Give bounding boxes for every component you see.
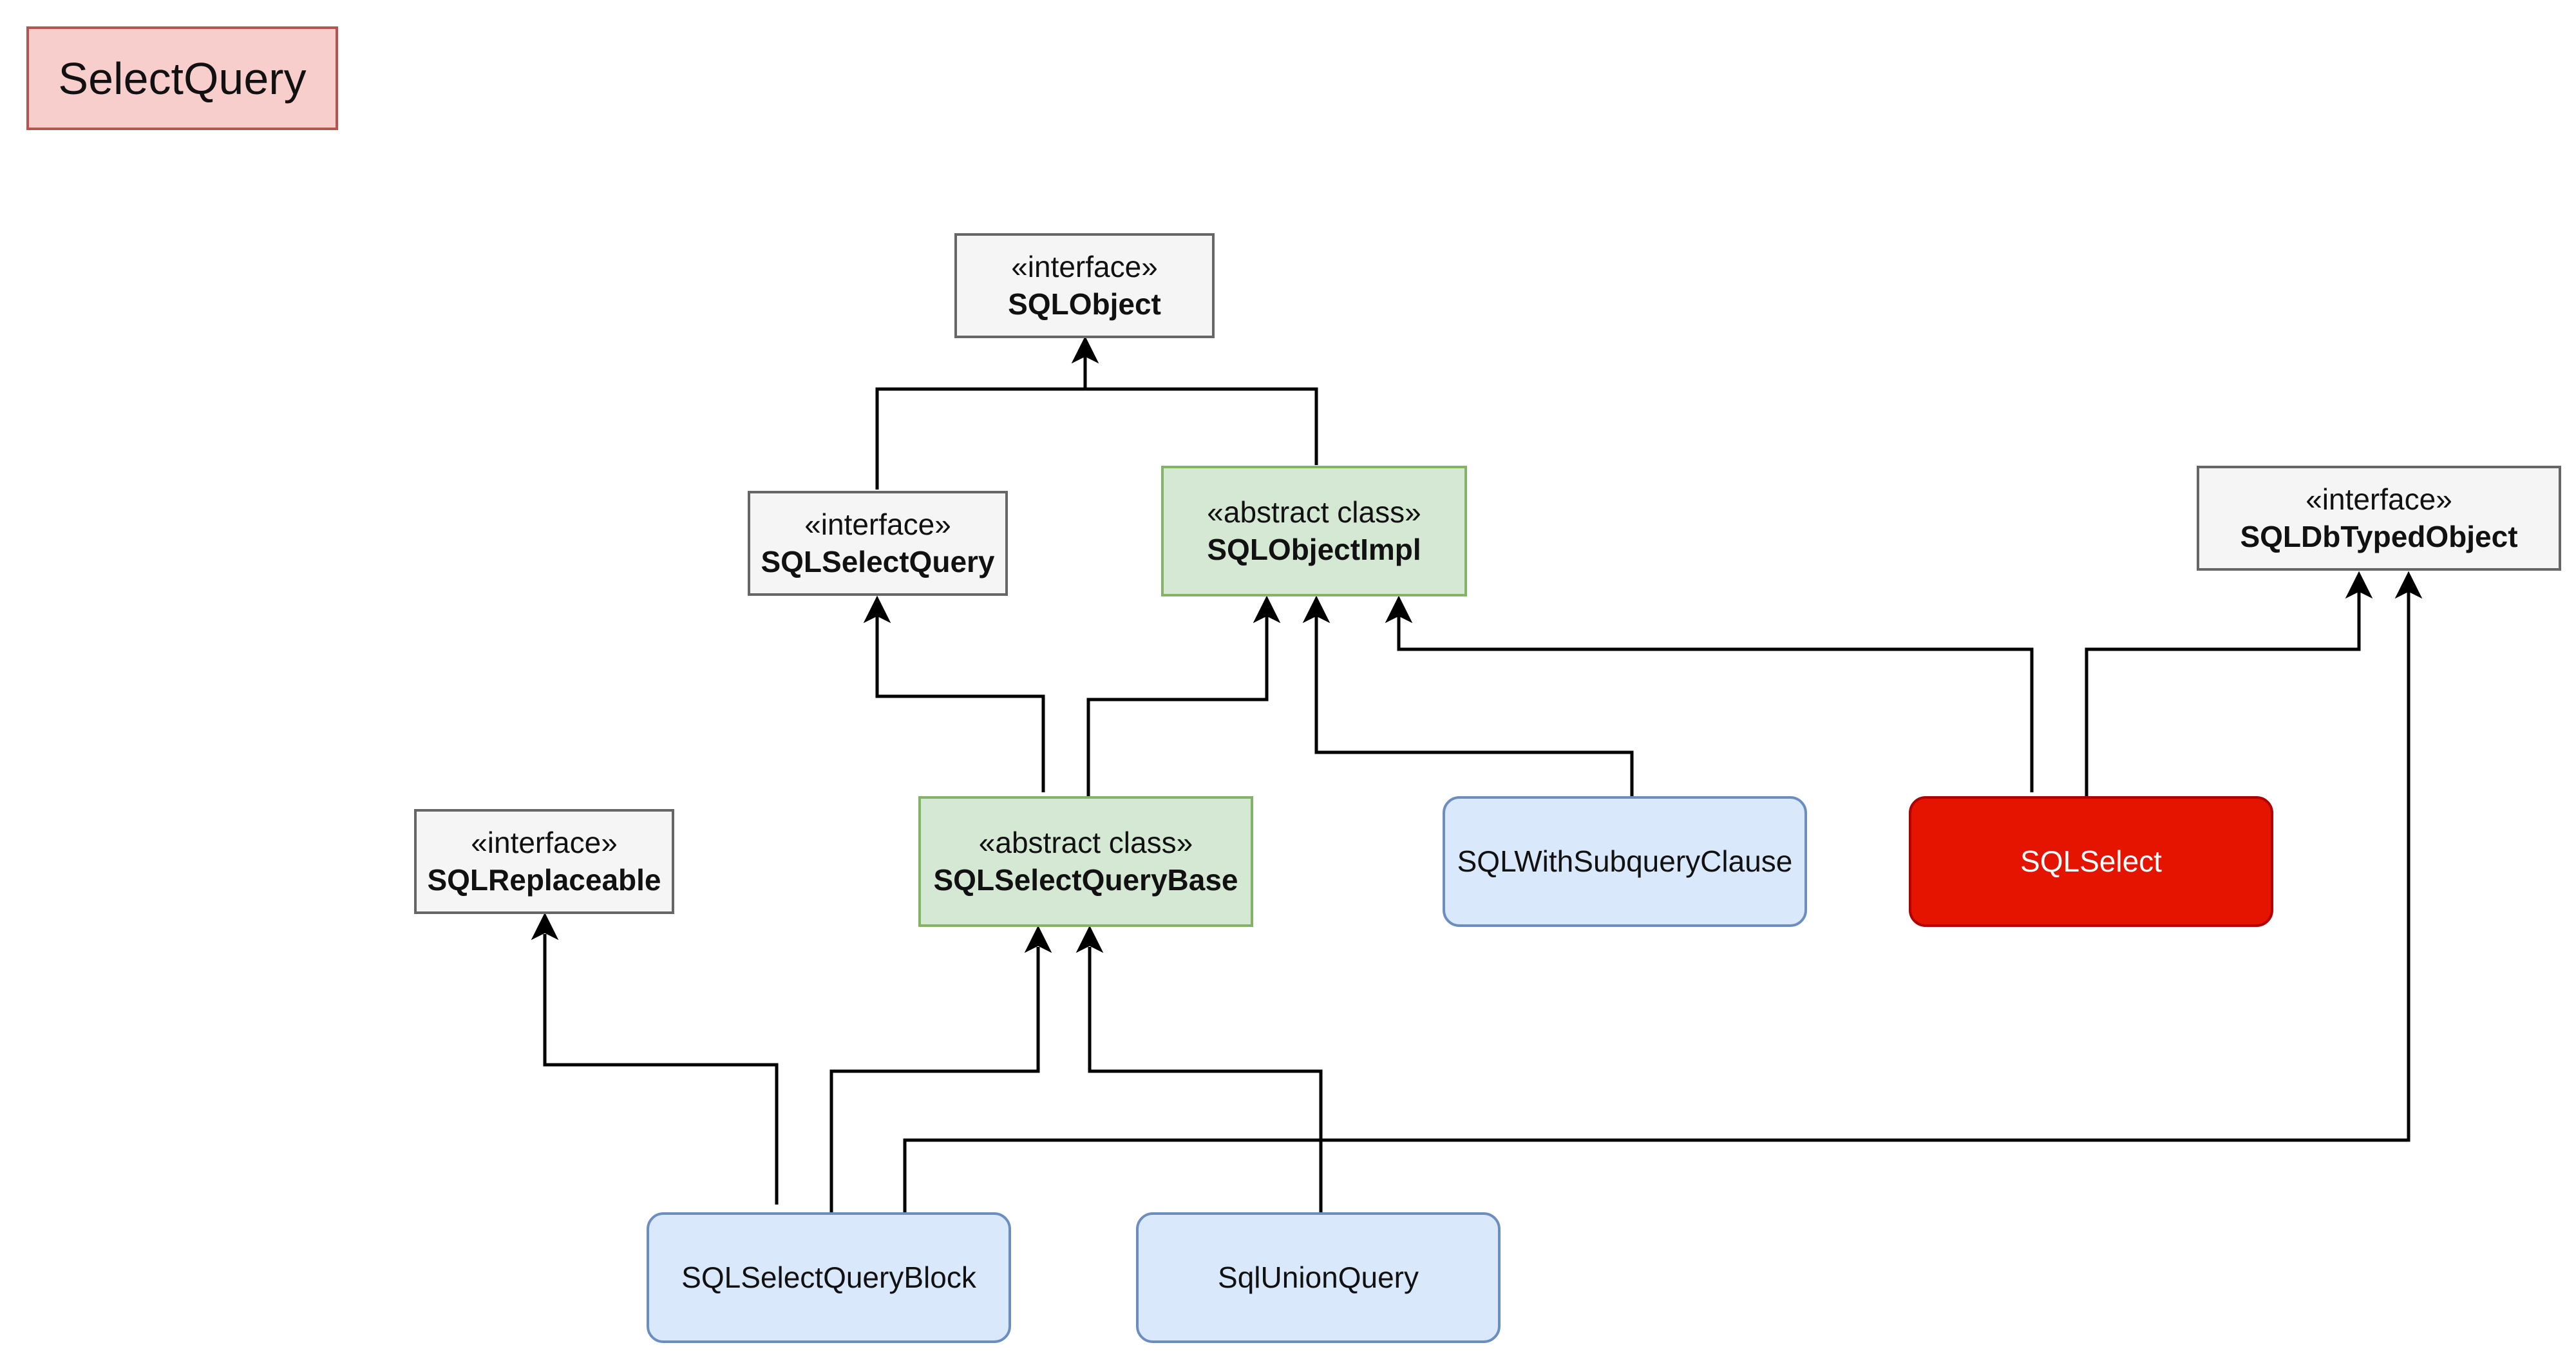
stereotype-label: «abstract class» <box>978 826 1193 859</box>
node-sql-select-query-block[interactable]: SQLSelectQueryBlock <box>647 1212 1011 1343</box>
class-name: SQLDbTypedObject <box>2240 519 2518 553</box>
edge-object-impl-to-sql-object <box>1085 387 1318 465</box>
edge-query-base-to-object-impl <box>1086 611 1269 796</box>
class-name: SQLObject <box>1008 287 1161 321</box>
stereotype-label: «interface» <box>804 508 951 541</box>
arrowhead-replaceable <box>531 912 559 940</box>
edge-with-subquery-to-object-impl <box>1314 611 1634 796</box>
node-sql-select-query[interactable]: «interface» SQLSelectQuery <box>748 491 1008 596</box>
edge-query-block-to-replaceable <box>543 934 779 1205</box>
arrowhead-query-base-right <box>1075 925 1104 953</box>
node-sql-db-typed-object[interactable]: «interface» SQLDbTypedObject <box>2197 466 2561 571</box>
diagram-title: SelectQuery <box>58 53 307 104</box>
edge-sql-select-to-db-typed-object <box>2085 587 2361 796</box>
node-sql-replaceable[interactable]: «interface» SQLReplaceable <box>414 809 674 914</box>
arrowhead-select-query <box>863 595 891 624</box>
class-name: SQLReplaceable <box>427 863 661 897</box>
edge-query-block-to-query-base <box>829 947 1040 1212</box>
node-sql-select[interactable]: SQLSelect <box>1909 796 2273 927</box>
class-name: SQLSelect <box>2020 844 2162 878</box>
edge-select-query-to-sql-object <box>875 348 1087 490</box>
stereotype-label: «abstract class» <box>1207 495 1421 529</box>
node-sql-union-query[interactable]: SqlUnionQuery <box>1136 1212 1501 1343</box>
class-name: SQLSelectQuery <box>761 544 995 578</box>
node-sql-with-subquery-clause[interactable]: SQLWithSubqueryClause <box>1443 796 1807 927</box>
node-sql-object-impl[interactable]: «abstract class» SQLObjectImpl <box>1161 466 1467 596</box>
arrowhead-object-impl-mid <box>1302 595 1331 624</box>
arrowhead-sql-object <box>1071 336 1099 364</box>
arrowhead-query-base-left <box>1024 925 1052 953</box>
arrowhead-db-typed-left <box>2345 571 2373 599</box>
stereotype-label: «interface» <box>471 826 618 859</box>
edge-query-base-to-select-query <box>875 613 1045 792</box>
stereotype-label: «interface» <box>2306 482 2452 516</box>
arrowhead-db-typed-right <box>2394 571 2423 599</box>
node-sql-object[interactable]: «interface» SQLObject <box>954 233 1215 338</box>
arrowhead-object-impl-right <box>1385 595 1413 624</box>
class-name: SQLWithSubqueryClause <box>1457 844 1793 878</box>
diagram-title-box: SelectQuery <box>26 26 338 130</box>
node-sql-select-query-base[interactable]: «abstract class» SQLSelectQueryBase <box>918 796 1253 927</box>
edge-union-query-to-query-base <box>1088 947 1323 1212</box>
class-name: SQLObjectImpl <box>1207 532 1421 566</box>
edge-query-block-to-db-typed-object <box>903 587 2410 1212</box>
stereotype-label: «interface» <box>1011 250 1158 283</box>
class-name: SqlUnionQuery <box>1218 1260 1419 1294</box>
class-name: SQLSelectQueryBlock <box>681 1260 976 1294</box>
class-name: SQLSelectQueryBase <box>933 863 1238 897</box>
edge-sql-select-to-object-impl <box>1397 611 2034 792</box>
arrowhead-object-impl-left <box>1253 595 1281 624</box>
